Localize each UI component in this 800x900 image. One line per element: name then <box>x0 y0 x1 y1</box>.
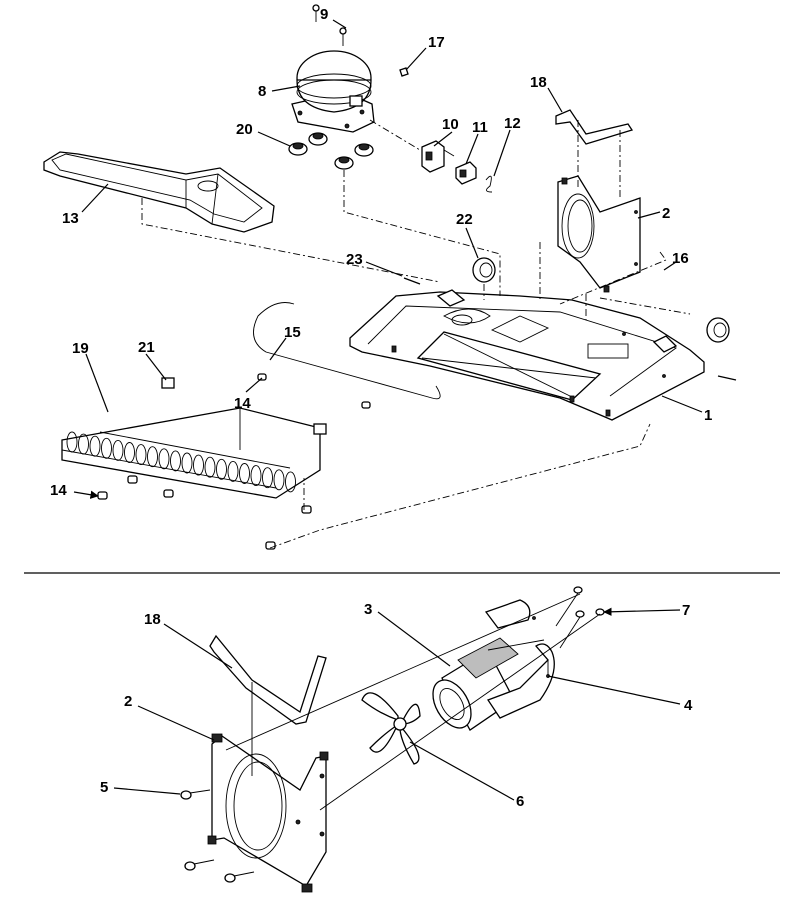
coil-loop <box>135 444 147 466</box>
bracket-18-bottom <box>209 634 327 725</box>
fan-shroud-bottom <box>207 733 329 893</box>
coil-loop <box>227 460 239 482</box>
coil-loop <box>239 463 250 484</box>
coil-loop <box>158 448 170 470</box>
callout-15: 15 <box>284 324 301 341</box>
leaders-bottom <box>113 607 681 801</box>
coil-loop <box>170 450 181 472</box>
callout-22: 22 <box>456 211 473 228</box>
condenser-coil <box>61 377 327 550</box>
callout-11: 11 <box>472 119 488 136</box>
coil-loop <box>193 454 204 476</box>
callout-7: 7 <box>682 602 690 619</box>
coil-loop <box>262 467 273 489</box>
pin-23 <box>403 277 421 285</box>
callout-14: 14 <box>234 395 251 412</box>
fan-shroud-top <box>557 175 641 293</box>
coil-loop <box>250 465 262 487</box>
screws-bottom <box>180 789 255 883</box>
fan-blade <box>361 692 421 765</box>
alignment-lines-bottom <box>225 593 601 811</box>
callout-labels: 9 17 8 18 20 10 11 12 13 2 22 23 16 15 1… <box>50 6 712 810</box>
coil-loop <box>101 437 112 459</box>
callout-23: 23 <box>346 251 363 268</box>
drain-pan <box>43 151 275 233</box>
callout-19: 19 <box>72 340 89 357</box>
coil-loop <box>285 471 296 493</box>
coil-loop <box>89 435 101 457</box>
coil-loop <box>78 433 89 455</box>
relay <box>421 140 455 173</box>
callout-21: 21 <box>138 339 155 356</box>
callout-16: 16 <box>672 250 689 267</box>
wire-clip <box>485 175 493 193</box>
callout-2: 2 <box>662 205 670 222</box>
callout-17: 17 <box>428 34 445 51</box>
callout-8: 8 <box>258 83 266 100</box>
callout-12: 12 <box>504 115 521 132</box>
coil-loop <box>124 442 135 463</box>
base-plate <box>349 289 705 421</box>
rollers <box>472 257 730 343</box>
compressor <box>291 50 375 133</box>
callout-13: 13 <box>62 210 79 227</box>
callout-1: 1 <box>704 407 712 424</box>
grommets-14 <box>257 373 371 409</box>
callout-2: 2 <box>124 693 132 710</box>
motor-bracket <box>484 599 555 719</box>
bracket-18-top <box>555 109 634 145</box>
pin-right <box>717 375 737 381</box>
overload <box>455 161 477 185</box>
callout-10: 10 <box>442 116 459 133</box>
callout-6: 6 <box>516 793 524 810</box>
coil-loop <box>204 456 216 478</box>
callout-18: 18 <box>144 611 161 628</box>
callout-20: 20 <box>236 121 253 138</box>
coil-loop <box>273 469 285 491</box>
coil-loop <box>66 431 78 453</box>
callout-5: 5 <box>100 779 108 796</box>
screw-9 <box>312 4 347 46</box>
coil-loop <box>216 458 227 480</box>
screws-7 <box>555 586 605 649</box>
callout-18: 18 <box>530 74 547 91</box>
leaders-top <box>73 19 703 499</box>
callout-4: 4 <box>684 697 693 714</box>
callout-9: 9 <box>320 6 328 23</box>
alignment-lines-top <box>141 119 691 549</box>
coil-loop <box>112 439 124 461</box>
coil-loop <box>147 446 158 468</box>
grommets <box>288 132 374 170</box>
coil-loop <box>181 452 193 474</box>
callout-14: 14 <box>50 482 67 499</box>
tube-15 <box>253 302 441 400</box>
callout-3: 3 <box>364 601 372 618</box>
